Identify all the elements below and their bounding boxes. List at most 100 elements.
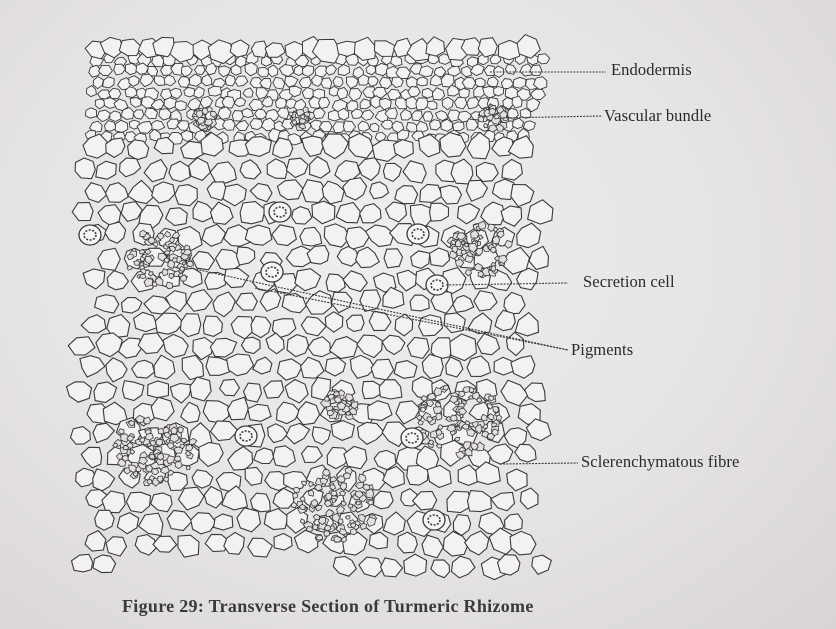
parenchyma-cell (396, 401, 420, 424)
endodermis-cell (85, 108, 96, 118)
parenchyma-cell (211, 421, 239, 441)
parenchyma-cell (68, 337, 95, 355)
parenchyma-cell (187, 290, 213, 312)
vascular-bundle-cell (417, 415, 422, 420)
vascular-bundle-cell (134, 261, 140, 266)
parenchyma-cell (510, 531, 536, 555)
vascular-bundle-cell (164, 477, 169, 482)
endodermis-cell (513, 118, 524, 128)
parenchyma-cell (272, 225, 297, 246)
parenchyma-cell (326, 274, 345, 292)
parenchyma-cell (72, 202, 93, 220)
parenchyma-cell (302, 446, 323, 462)
vascular-bundle-cell (458, 408, 466, 414)
endodermis-cell (422, 88, 433, 98)
parenchyma-cell (237, 247, 255, 265)
secretion-cell (261, 262, 283, 282)
parenchyma-cell (236, 293, 257, 310)
parenchyma-cell (505, 514, 523, 531)
endodermis-cell (249, 99, 264, 110)
parenchyma-cell (224, 532, 245, 554)
parenchyma-cell (383, 163, 401, 181)
parenchyma-cell (189, 158, 211, 181)
parenchyma-cell (384, 249, 403, 268)
endodermis-cell (268, 65, 278, 77)
endodermis-cell (453, 122, 465, 131)
parenchyma-cell (312, 427, 330, 445)
parenchyma-cell (71, 427, 91, 445)
parenchyma-cell (301, 357, 324, 378)
parenchyma-cell (264, 509, 288, 530)
parenchyma-cell (286, 158, 308, 177)
vascular-bundle-cell (139, 250, 144, 254)
vascular-bundle-cell (418, 420, 424, 425)
parenchyma-cell (302, 136, 324, 156)
parenchyma-cell (465, 531, 489, 555)
parenchyma-cell (511, 356, 535, 379)
endodermis-cell (175, 101, 186, 111)
vascular-bundle-cell (180, 266, 185, 271)
endodermis-cell (159, 109, 171, 120)
parenchyma-cell (358, 158, 380, 181)
parenchyma-cell (274, 534, 292, 551)
endodermis-cell (476, 78, 486, 87)
endodermis-cell (258, 67, 270, 77)
parenchyma-cell (81, 315, 106, 333)
parenchyma-cell (410, 295, 429, 311)
epidermal-cell (119, 39, 141, 56)
parenchyma-cell (343, 533, 367, 556)
label-endodermis: Endodermis (611, 60, 692, 80)
endodermis-cell (218, 107, 231, 120)
parenchyma-cell (515, 313, 538, 336)
parenchyma-cell (520, 488, 538, 509)
endodermis-cell (398, 130, 410, 141)
endodermis-cell (202, 74, 212, 85)
parenchyma-cell (134, 312, 158, 331)
parenchyma-cell (476, 162, 498, 181)
parenchyma-cell (453, 296, 474, 313)
parenchyma-cell (379, 380, 402, 399)
parenchyma-cell (294, 530, 317, 553)
parenchyma-cell (382, 335, 405, 354)
parenchyma-cell (336, 203, 361, 223)
vascular-bundle-cell (461, 250, 466, 255)
parenchyma-cell (386, 202, 407, 222)
parenchyma-cell (93, 423, 115, 443)
parenchyma-cell (440, 185, 461, 204)
endodermis-cell (416, 121, 428, 132)
leader-sclerenchymatous-fibre (500, 463, 578, 464)
parenchyma-cell (477, 334, 500, 355)
vascular-bundle-cell (164, 258, 169, 262)
vascular-bundle-cell (140, 438, 145, 443)
endodermis-cell (99, 65, 113, 75)
vascular-bundle-cell (165, 251, 171, 255)
endodermis-cell (358, 121, 370, 131)
parenchyma-cell (240, 202, 265, 224)
endodermis-cell (200, 97, 212, 109)
parenchyma-cell (93, 555, 116, 573)
parenchyma-cell (264, 381, 284, 398)
parenchyma-cell (301, 317, 326, 336)
parenchyma-cell (507, 469, 527, 491)
endodermis-cell (195, 66, 205, 75)
parenchyma-cell (488, 444, 513, 465)
endodermis-cell (379, 77, 391, 89)
secretion-cell (401, 428, 423, 448)
parenchyma-cell (254, 448, 274, 464)
parenchyma-cell (245, 467, 262, 485)
parenchyma-cell (358, 422, 385, 444)
parenchyma-cell (210, 202, 233, 224)
endodermis-cell (494, 87, 504, 97)
endodermis-cell (392, 77, 404, 87)
parenchyma-cell (241, 337, 260, 353)
vascular-bundle-cell (175, 462, 182, 469)
endodermis-cell (408, 87, 420, 97)
endodermis-cell (178, 77, 190, 88)
endodermis-cell (152, 120, 165, 130)
parenchyma-cell (227, 397, 248, 420)
parenchyma-cell (144, 160, 167, 182)
vascular-bundle-cell (479, 221, 487, 229)
parenchyma-cell (213, 292, 235, 317)
parenchyma-cell (166, 208, 188, 226)
parenchyma-cell (106, 358, 127, 382)
